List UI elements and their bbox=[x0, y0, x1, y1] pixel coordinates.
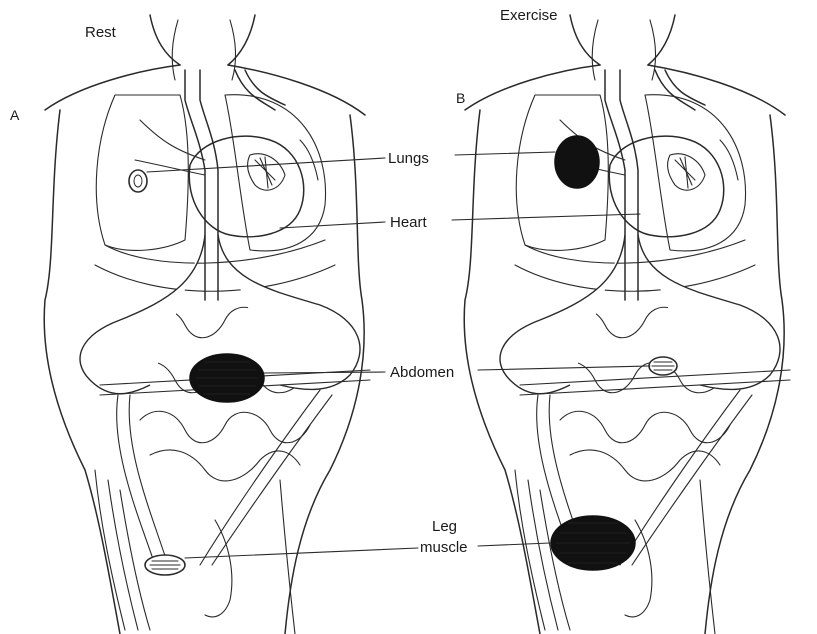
label-heart: Heart bbox=[390, 214, 428, 231]
lungs-leader-right bbox=[455, 152, 555, 155]
label-leg-muscle-line2: muscle bbox=[420, 539, 468, 556]
heart-leader-right bbox=[452, 214, 640, 220]
lungs-indicator-exercise bbox=[555, 136, 599, 188]
exercise-panel bbox=[464, 15, 790, 634]
leg-muscle-indicator-exercise bbox=[551, 516, 635, 570]
panel-letter-a: A bbox=[10, 107, 20, 123]
label-lungs: Lungs bbox=[388, 150, 429, 167]
panel-title-exercise: Exercise bbox=[500, 7, 558, 24]
heart-leader-left bbox=[280, 222, 385, 228]
label-leg-muscle-line1: Leg bbox=[432, 518, 457, 535]
abdomen-indicator-exercise bbox=[649, 357, 677, 375]
leg-muscle-indicator-rest bbox=[145, 555, 185, 575]
abdomen-indicator-rest bbox=[190, 354, 264, 402]
rest-panel bbox=[44, 15, 370, 634]
panel-title-rest: Rest bbox=[85, 24, 117, 41]
panel-letter-b: B bbox=[456, 90, 465, 106]
lungs-indicator-rest bbox=[129, 170, 147, 192]
label-abdomen: Abdomen bbox=[390, 364, 454, 381]
